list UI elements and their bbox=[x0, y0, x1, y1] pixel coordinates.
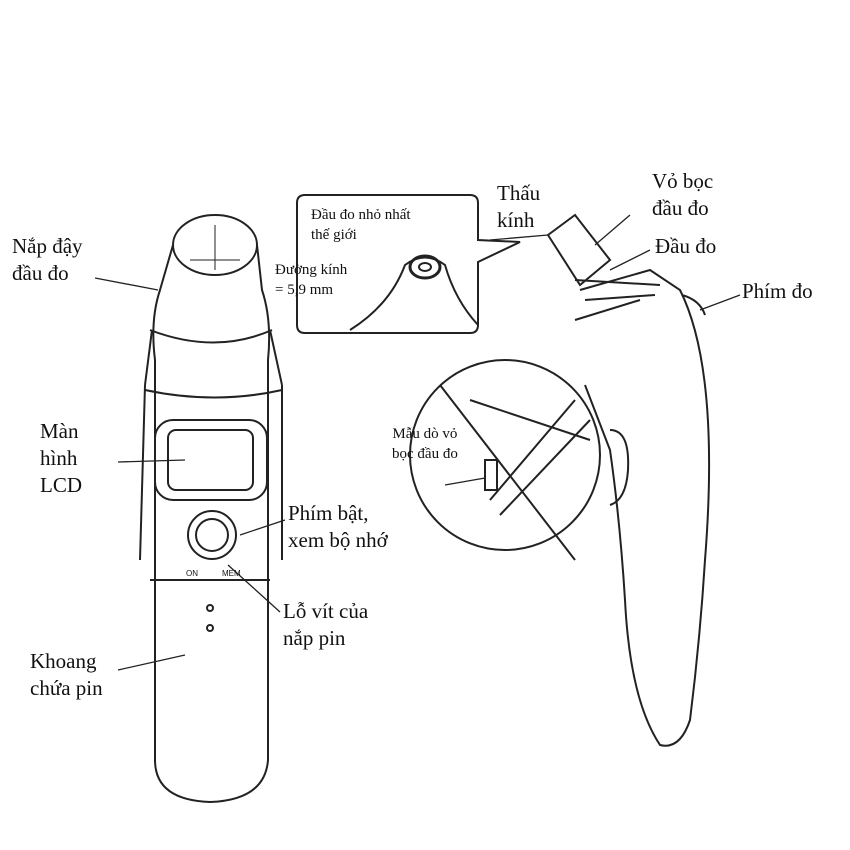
label-power-button: Phím bật,xem bộ nhớ bbox=[288, 501, 388, 552]
label-measure-button: Phím đo bbox=[742, 279, 813, 303]
power-button bbox=[187, 510, 237, 560]
callout-box bbox=[296, 194, 521, 334]
callout-diameter: Đường kính= 5,9 mm bbox=[275, 262, 348, 298]
leader-lines bbox=[94, 214, 741, 671]
mem-mark: MEM bbox=[222, 569, 241, 578]
label-probe: Đầu đo bbox=[655, 234, 717, 258]
front-view-device bbox=[139, 214, 283, 804]
detail-circle bbox=[409, 359, 601, 551]
lcd-frame bbox=[154, 419, 268, 501]
on-mark: ON bbox=[186, 569, 198, 578]
side-view-device bbox=[409, 213, 711, 747]
